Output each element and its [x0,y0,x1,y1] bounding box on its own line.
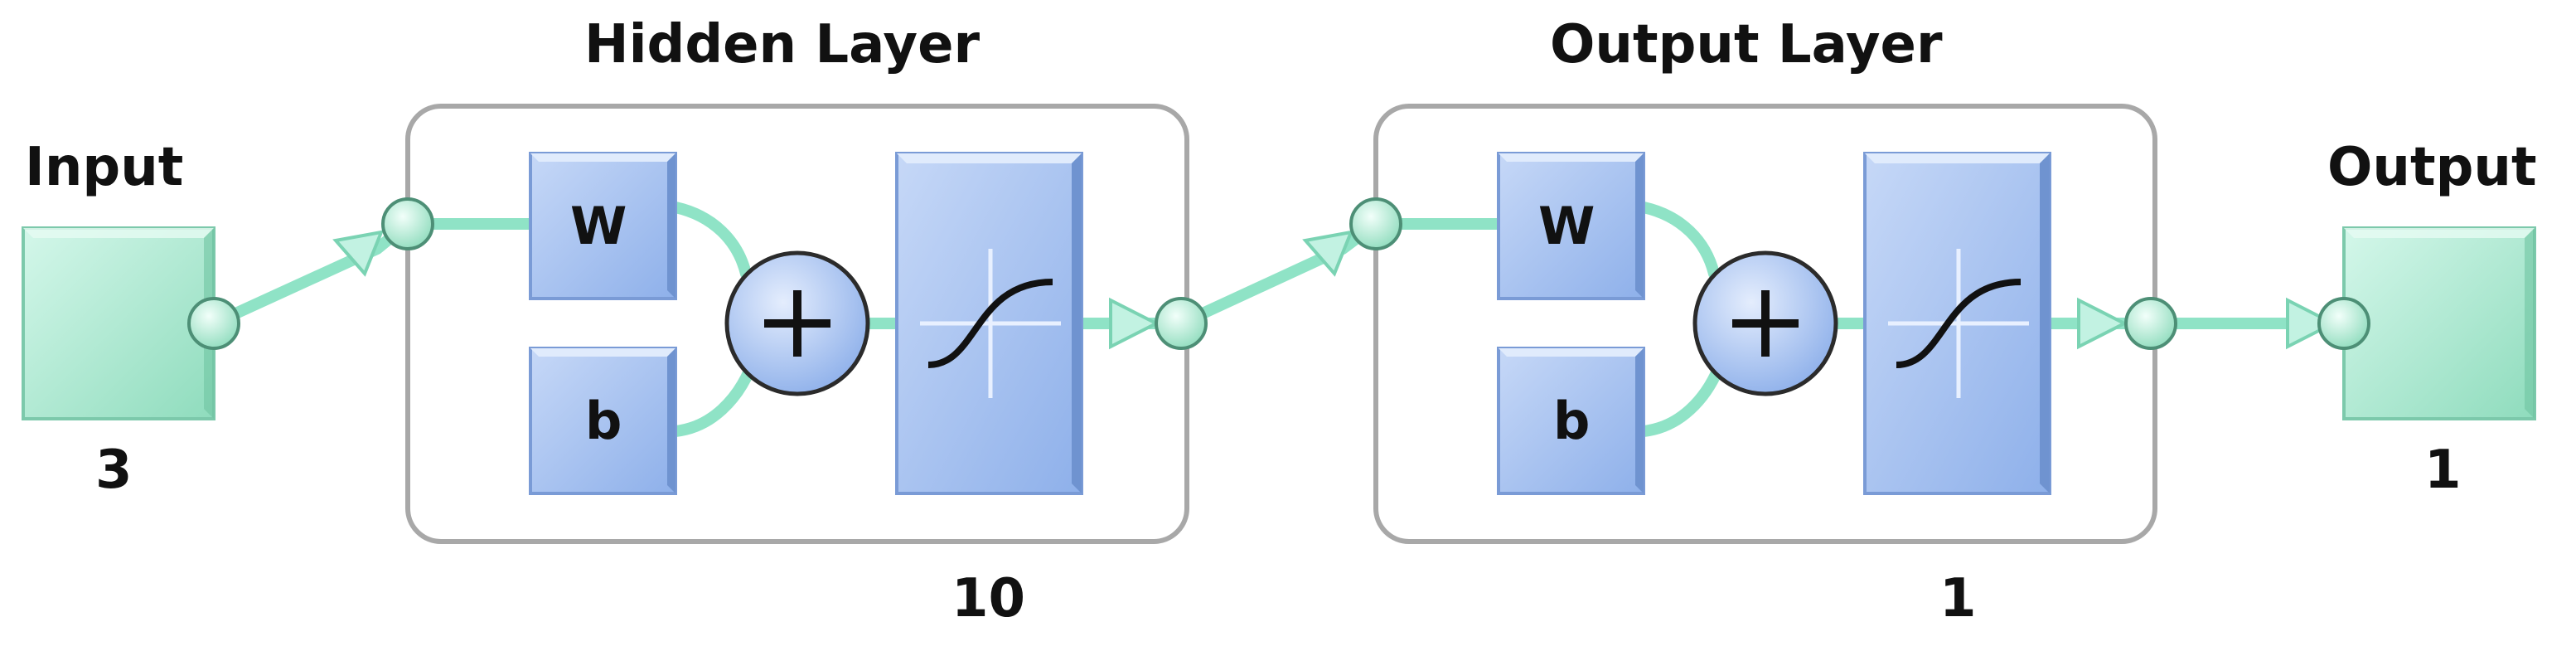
arrow-icon [1109,297,1160,350]
port-dot [1155,297,1208,350]
output-bias-block [1497,347,1645,495]
arrowheads [332,230,2337,350]
hidden-bias-block [529,347,677,495]
hidden-transfer-block [895,152,1083,495]
hidden-layer-title: Hidden Layer [584,14,981,75]
plus-circle-icon [724,250,870,396]
output-bias-label: b [1553,391,1591,451]
port-dot [2317,297,2370,350]
input-node [22,226,215,420]
output-size: 1 [2424,440,2462,501]
input-label: Input [25,137,184,198]
output-weight-block [1497,152,1645,300]
port-dot [381,197,434,250]
plus-circle-icon [1692,250,1838,396]
sigmoid-curve-icon [927,279,1053,368]
sigmoid-curve-icon [1896,279,2022,368]
output-node [2342,226,2536,420]
output-weight-label: W [1538,196,1595,256]
hidden-layer-size: 10 [951,568,1026,629]
connection-dots [187,197,2370,350]
arrow-icon [332,230,385,277]
port-dot [2124,297,2177,350]
hidden-weight-label: W [570,196,627,256]
output-label: Output [2327,137,2537,198]
arrow-icon [1302,230,1354,277]
arrow-icon [2286,297,2337,350]
input-size: 3 [95,440,133,501]
output-layer-title: Output Layer [1550,14,1943,75]
output-layer-size: 1 [1939,568,1977,629]
arrow-icon [2077,297,2128,350]
hidden-bias-label: b [585,391,622,451]
port-dot [1349,197,1402,250]
port-dot [187,297,240,350]
output-transfer-block [1863,152,2051,495]
hidden-weight-block [529,152,677,300]
